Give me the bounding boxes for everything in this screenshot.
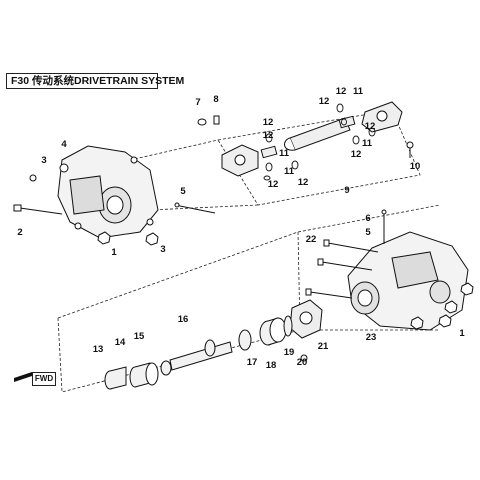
callout-9: 9 (344, 185, 350, 196)
rear-long-bolts (305, 239, 379, 299)
direction-arrow-icon (14, 372, 32, 382)
callout-10: 10 (409, 161, 421, 172)
upper-group-outline (217, 109, 421, 206)
callout-12: 12 (262, 117, 274, 128)
callout-13: 13 (92, 344, 104, 355)
breather-pin (174, 202, 216, 214)
callout-5: 5 (180, 186, 186, 197)
callout-14: 14 (114, 337, 126, 348)
callout-12: 12 (350, 149, 362, 160)
callout-16: 16 (177, 314, 189, 325)
upper-leader-lines (129, 139, 259, 211)
callout-23: 23 (365, 332, 377, 343)
callout-17: 17 (246, 357, 258, 368)
callout-2: 2 (17, 227, 23, 238)
propeller-shaft (221, 101, 403, 177)
input-shaft-stack (104, 315, 308, 390)
callout-18: 18 (265, 360, 277, 371)
rear-differential (347, 231, 469, 331)
diagram-title: F30 传动系统DRIVETRAIN SYSTEM (6, 73, 184, 89)
callout-15: 15 (133, 331, 145, 342)
rear-nuts (410, 282, 474, 330)
callout-12: 12 (267, 179, 279, 190)
callout-8: 8 (213, 94, 219, 105)
output-flange (289, 299, 323, 339)
callout-21: 21 (317, 341, 329, 352)
small-bolts (197, 115, 414, 158)
callout-11: 11 (361, 138, 373, 149)
callout-12: 12 (262, 130, 274, 141)
callout-11: 11 (278, 148, 290, 159)
front-differential (57, 145, 159, 239)
callout-12: 12 (335, 86, 347, 97)
callout-1: 1 (459, 328, 465, 339)
callout-12: 12 (297, 177, 309, 188)
direction-label: FWD (32, 372, 56, 386)
callout-3: 3 (41, 155, 47, 166)
long-bolt (13, 204, 63, 215)
callout-7: 7 (195, 97, 201, 108)
callout-20: 20 (296, 357, 308, 368)
callout-3: 3 (160, 244, 166, 255)
callout-11: 11 (283, 166, 295, 177)
callout-1: 1 (111, 247, 117, 258)
callout-19: 19 (283, 347, 295, 358)
retaining-rings (263, 103, 376, 181)
callout-12: 12 (318, 96, 330, 107)
callout-6: 6 (365, 213, 371, 224)
callout-4: 4 (61, 139, 67, 150)
lower-leader-lines (297, 204, 441, 331)
callout-5: 5 (365, 227, 371, 238)
nuts (29, 174, 159, 246)
callout-12: 12 (364, 121, 376, 132)
callout-22: 22 (305, 234, 317, 245)
callout-11: 11 (352, 86, 364, 97)
rear-vent-pin (381, 209, 387, 244)
